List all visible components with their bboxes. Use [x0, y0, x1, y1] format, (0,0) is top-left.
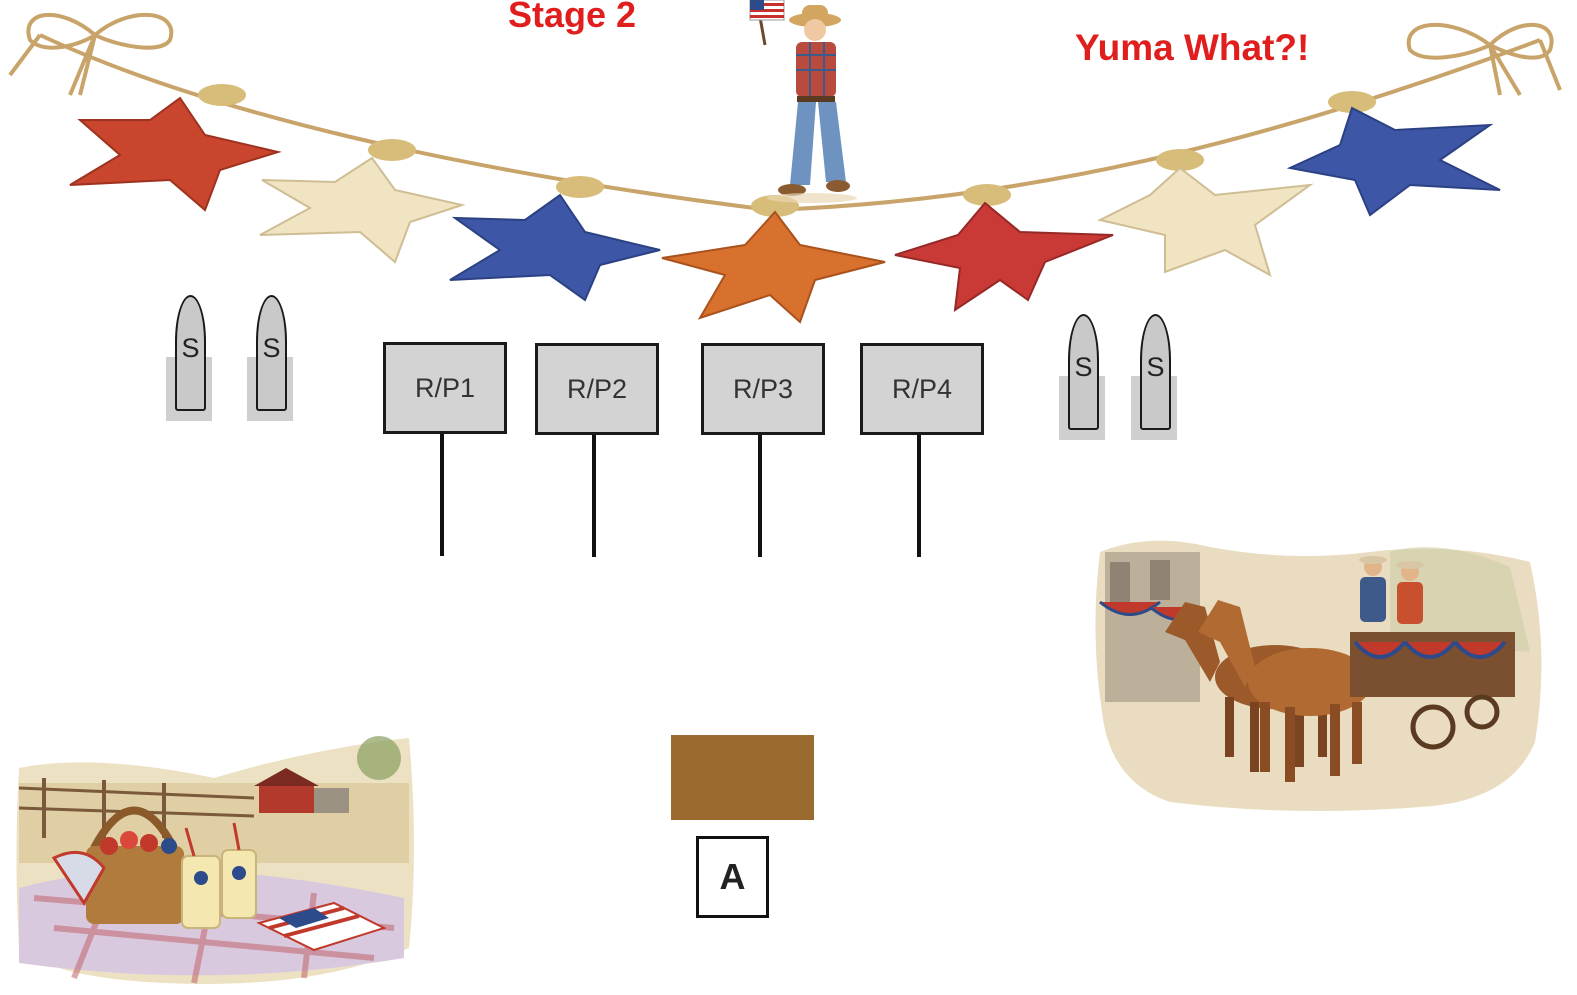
- target-plate: R/P1: [383, 342, 507, 434]
- horse-drawn-parade-wagon-illustration: [1095, 540, 1542, 811]
- target-plate: R/P2: [535, 343, 659, 435]
- start-position-box: A: [696, 836, 769, 918]
- target-plate: R/P4: [860, 343, 984, 435]
- shooting-position-2: S: [247, 295, 293, 421]
- target-plate: R/P3: [701, 343, 825, 435]
- target-rp4: R/P4: [860, 343, 984, 557]
- target-post: [592, 435, 596, 557]
- event-title: Yuma What?!: [1075, 27, 1310, 68]
- target-rp1: R/P1: [383, 342, 507, 556]
- target-rp2: R/P2: [535, 343, 659, 557]
- wagon-icon: [1350, 632, 1515, 750]
- table-prop: [671, 735, 814, 820]
- shell-marker-icon: [1068, 314, 1099, 430]
- star-garland: [8, 0, 1562, 324]
- shooting-position-1: S: [166, 295, 212, 421]
- garland-star-3: [449, 176, 661, 302]
- garland-star-2: [259, 139, 466, 264]
- shooting-position-4: S: [1131, 314, 1177, 440]
- shooting-position-label: S: [1074, 352, 1093, 382]
- horse-icon: [1198, 600, 1372, 782]
- garland-star-4: [661, 195, 886, 324]
- picnic-basket-illustration: [16, 736, 414, 984]
- barn-icon: [254, 768, 349, 813]
- picnic-basket-icon: [51, 806, 184, 924]
- shell-marker-icon: [256, 295, 287, 411]
- shooting-position-3: S: [1059, 314, 1105, 440]
- shell-marker-icon: [175, 295, 206, 411]
- garland-star-6: [1097, 149, 1314, 278]
- cowboy-boy-with-flag-icon: [749, 0, 857, 203]
- shooting-position-label: S: [1146, 352, 1165, 382]
- shooting-position-label: S: [181, 333, 200, 363]
- garland-star-7: [1286, 91, 1501, 217]
- shell-marker-icon: [1140, 314, 1171, 430]
- left-bow-icon: [8, 12, 174, 96]
- right-bow-icon: [1406, 22, 1562, 97]
- riders-icon: [1359, 556, 1424, 624]
- folded-flag-icon: [256, 901, 387, 952]
- stage-title: Stage 2: [508, 0, 637, 35]
- target-post: [440, 434, 444, 556]
- garland-star-1: [69, 84, 282, 212]
- lemonade-jar-icon: [181, 822, 257, 929]
- garland-star-5: [894, 184, 1114, 313]
- target-rp3: R/P3: [701, 343, 825, 557]
- target-post: [758, 435, 762, 557]
- target-post: [917, 435, 921, 557]
- shooting-position-label: S: [262, 333, 281, 363]
